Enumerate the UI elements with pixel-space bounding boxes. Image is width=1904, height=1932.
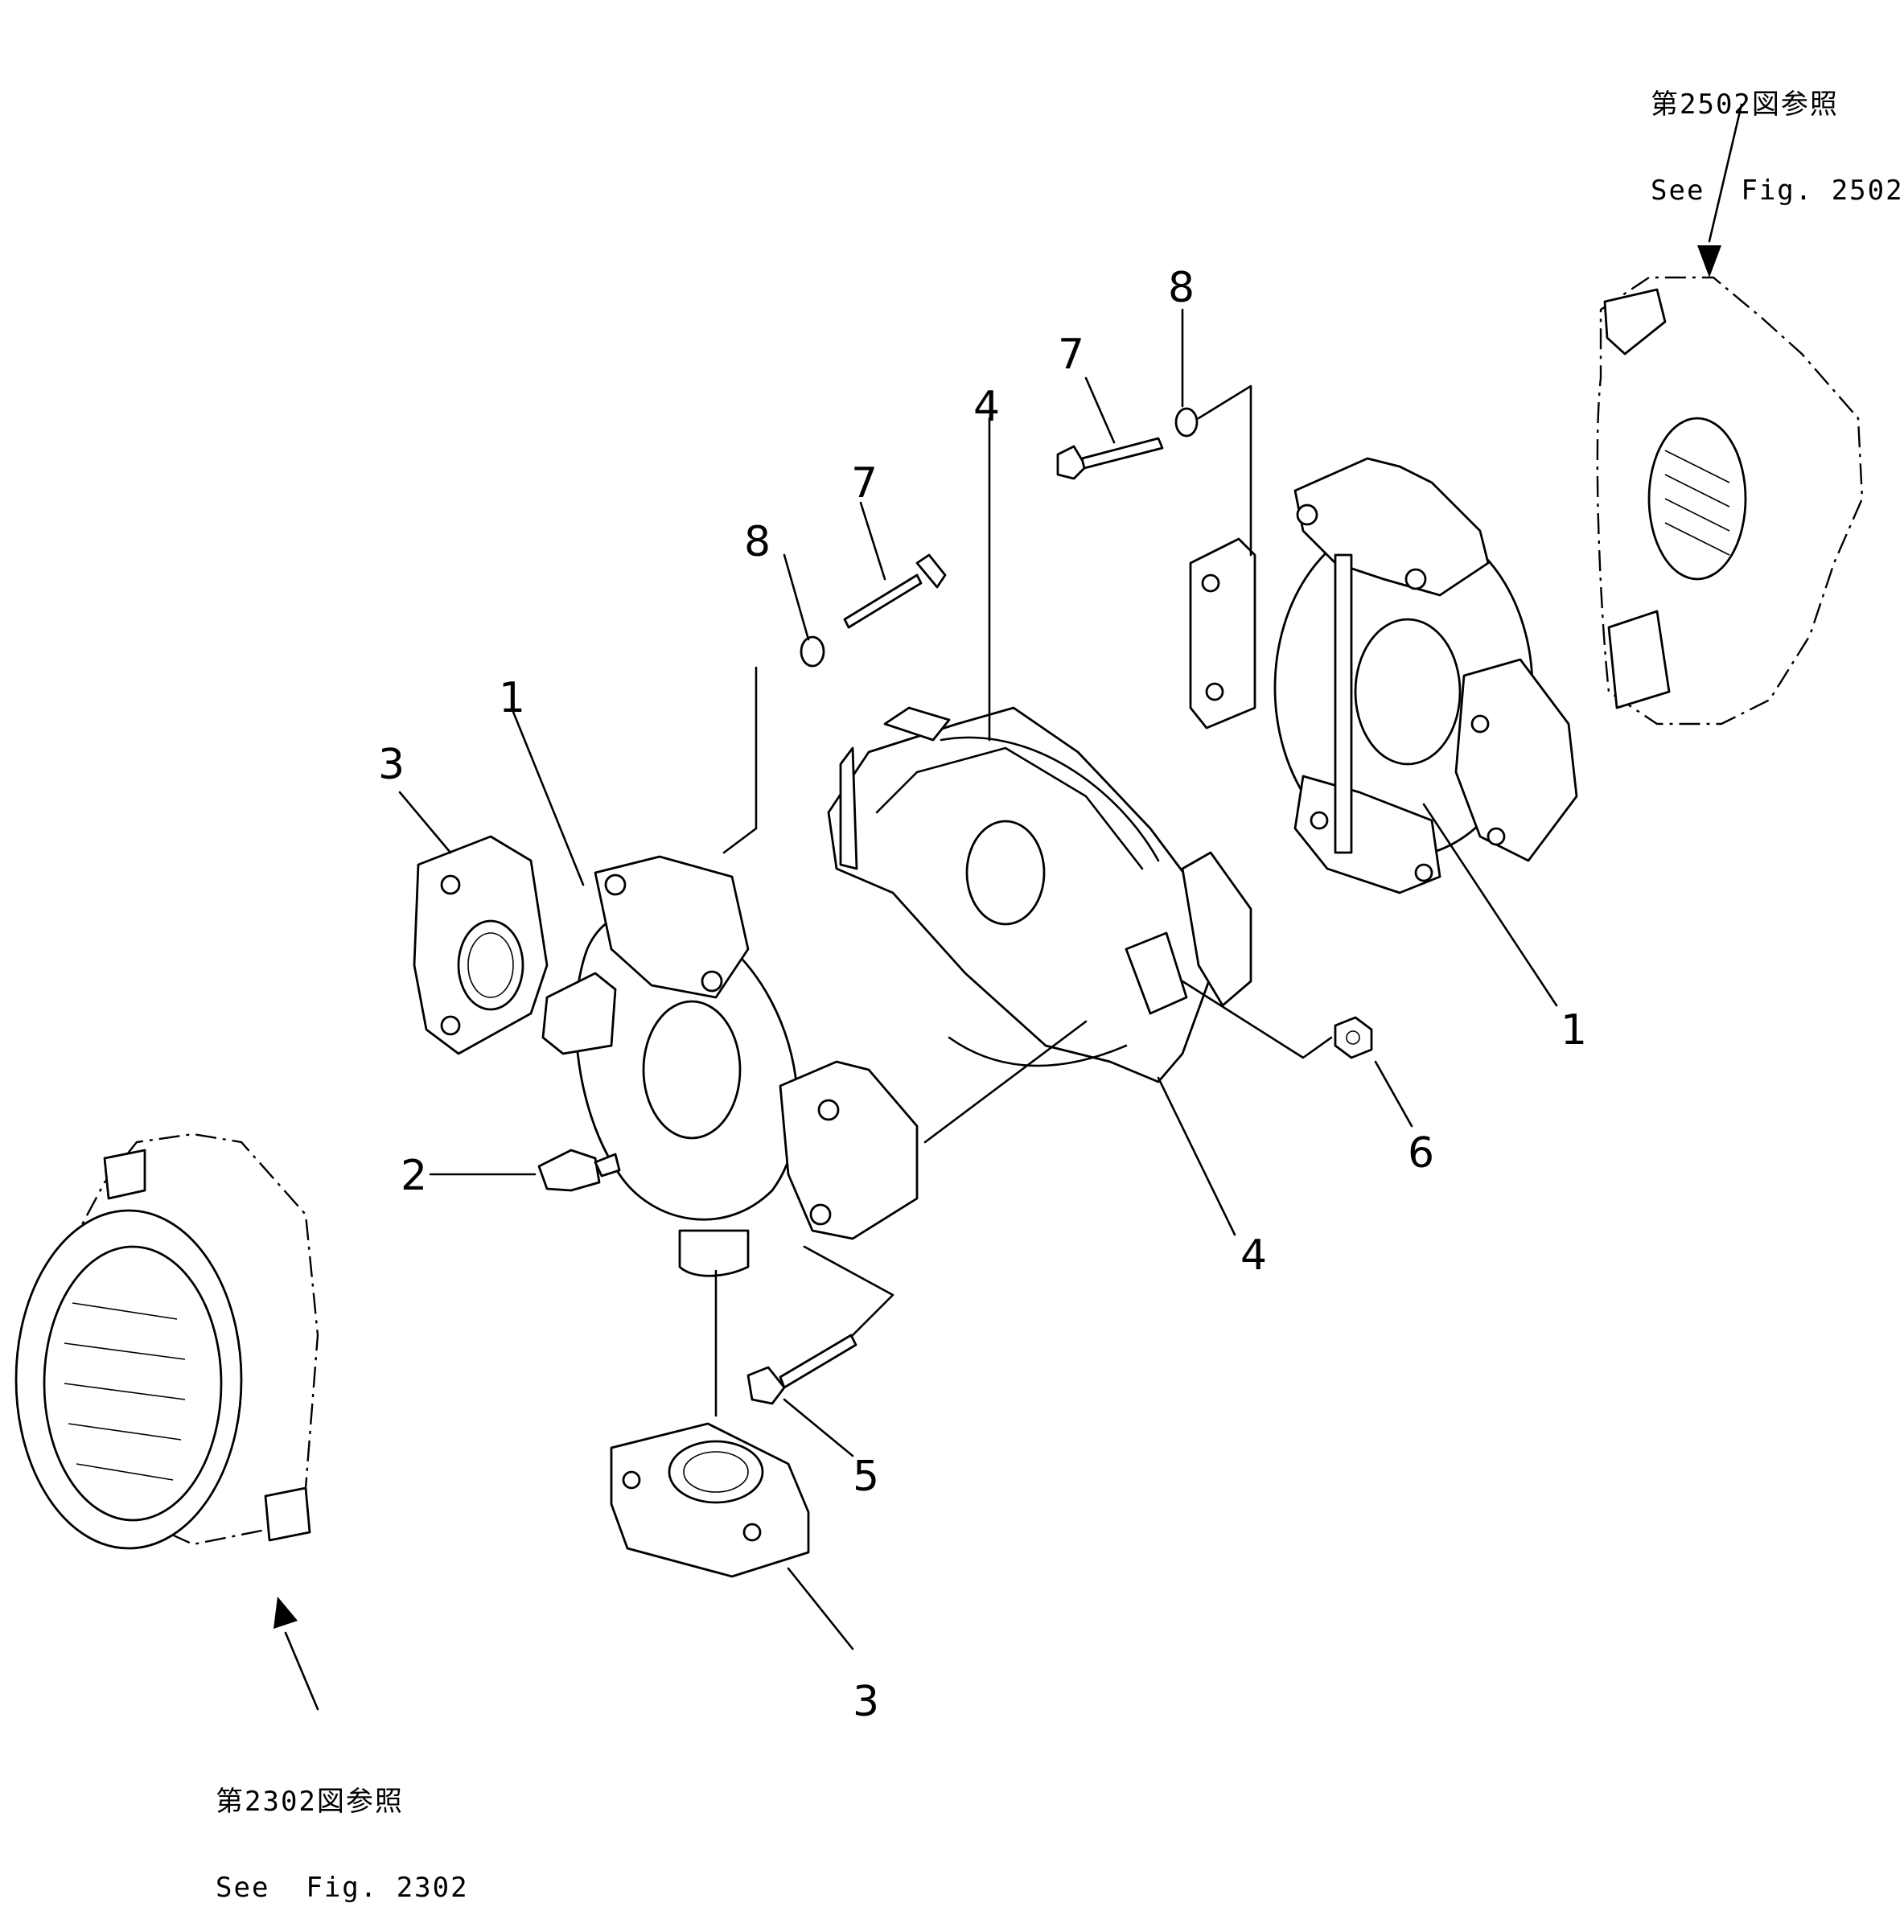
flange-ref-bottom-left [14,1132,319,1550]
callout-part-3-bottom: 3 [853,1678,880,1726]
reference-fig-2502-jp: 第2502図参照 [1651,88,1839,121]
parts-exploded-diagram: 1 1 2 3 3 4 4 5 6 7 7 8 8 第2502図参照 See F… [14,91,1902,1902]
reference-fig-2302-en: See Fig. 2302 [216,1872,469,1905]
washer-left-part-8 [800,635,825,668]
reference-fig-2502: 第2502図参照 See Fig. 2502 [1651,34,1904,235]
callout-part-6: 6 [1408,1129,1435,1178]
spider-left-part-1 [541,855,919,1277]
bolt-right-part-7 [1056,437,1164,480]
coupling-plate-part-4 [827,706,1252,1083]
callout-part-1-right: 1 [1561,1006,1588,1054]
leader-lines [273,103,1743,1711]
reference-fig-2302-jp: 第2302図参照 [216,1786,404,1819]
callout-part-5: 5 [853,1453,880,1501]
callout-part-2: 2 [401,1152,428,1200]
callout-part-4-top: 4 [973,383,1001,431]
bearing-cap-bottom-part-3 [610,1422,810,1578]
reference-fig-2502-en: See Fig. 2502 [1651,175,1904,208]
callout-part-3-top: 3 [378,741,405,789]
callout-part-7-left: 7 [851,459,878,508]
spider-right-part-1 [1189,457,1578,894]
callout-part-1-left: 1 [499,674,526,722]
callout-part-8-left: 8 [744,518,771,566]
flange-ref-top-right [1596,276,1864,726]
bolt-left-part-7 [843,553,947,629]
callout-part-7-right: 7 [1058,331,1085,379]
washer-right-part-8 [1174,407,1199,438]
grease-fitting-part-2 [537,1149,621,1192]
callout-part-4-bottom: 4 [1240,1231,1268,1280]
bearing-cap-top-part-3 [413,835,549,1055]
bolt-part-5 [746,1334,857,1405]
reference-fig-2302: 第2302図参照 See Fig. 2302 [216,1731,469,1932]
nut-part-6 [1334,1016,1373,1059]
diagram-drawing [14,103,1864,1711]
callout-part-8-right: 8 [1168,264,1195,312]
